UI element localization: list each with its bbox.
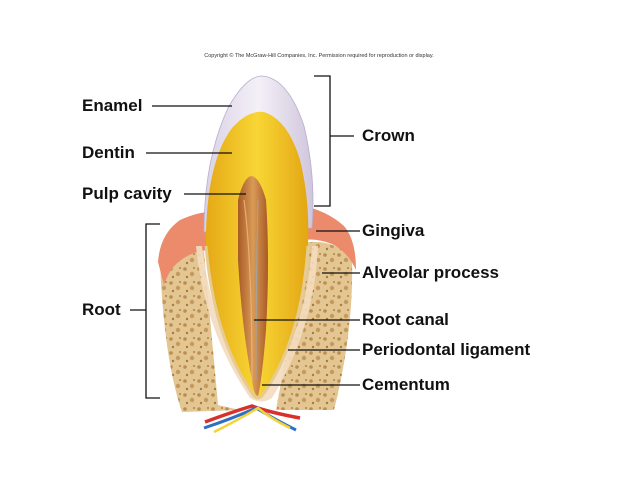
label-pulp-cavity: Pulp cavity — [82, 184, 172, 203]
alveolar-bone-right — [276, 241, 353, 410]
copyright-notice: Copyright © The McGraw-Hill Companies, I… — [204, 53, 434, 59]
alveolar-bone-left — [160, 238, 240, 412]
gingiva-right — [302, 206, 356, 270]
root-bracket — [130, 223, 160, 399]
gingiva-left — [158, 212, 212, 285]
label-gingiva: Gingiva — [362, 221, 425, 240]
label-dentin: Dentin — [82, 143, 135, 162]
cementum-outline — [204, 245, 310, 400]
label-alveolar-process: Alveolar process — [362, 263, 500, 282]
label-root-canal: Root canal — [362, 310, 449, 329]
label-root: Root — [82, 300, 121, 319]
pulp-cavity-shape — [238, 176, 268, 396]
periodontal-ligament — [196, 246, 318, 402]
nerve — [213, 406, 291, 434]
label-periodontal-ligament: Periodontal ligament — [362, 340, 531, 359]
label-cementum: Cementum — [362, 375, 450, 394]
label-enamel: Enamel — [82, 96, 143, 115]
label-crown: Crown — [362, 126, 415, 145]
crown-bracket — [314, 75, 354, 207]
artery — [204, 404, 301, 424]
